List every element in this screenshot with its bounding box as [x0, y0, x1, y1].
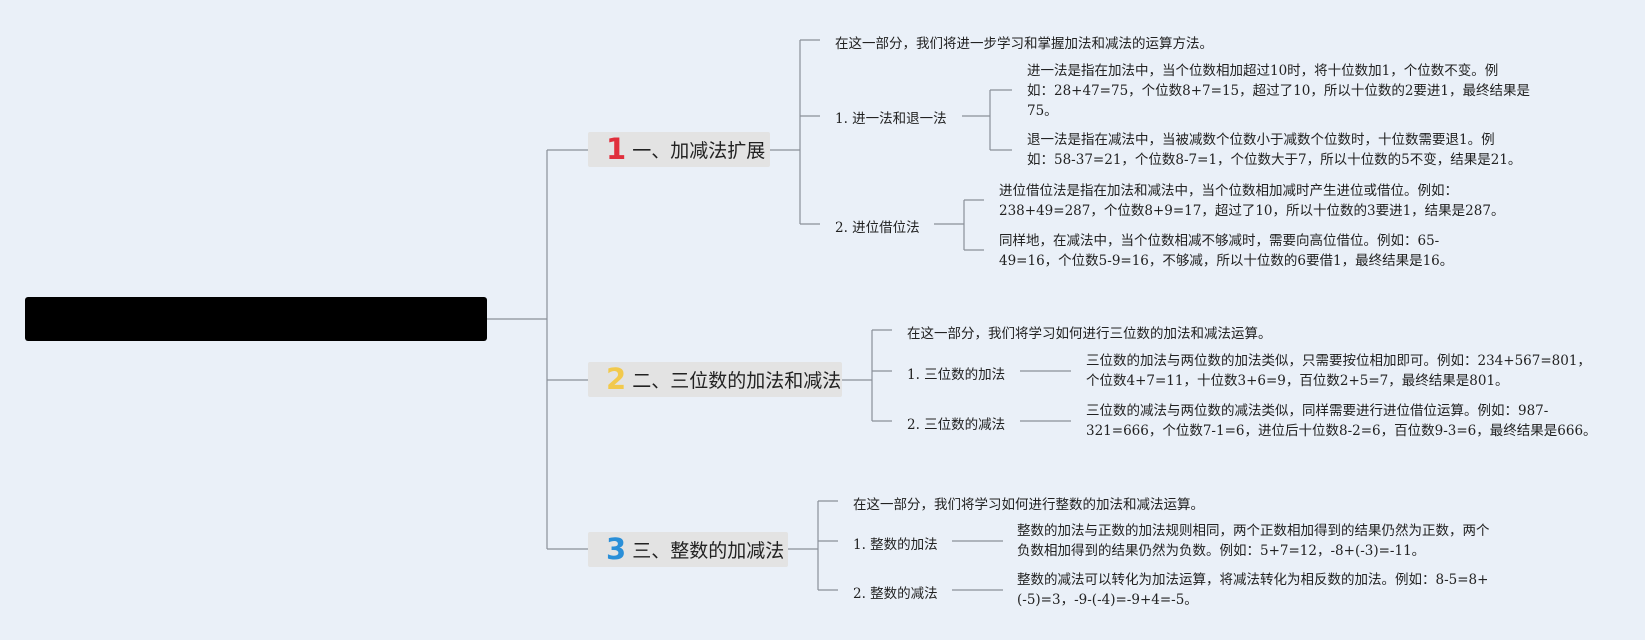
subtopic-2-2[interactable]: 2. 三位数的减法	[907, 417, 1006, 433]
topic-title-2: 二、三位数的加法和减法	[632, 370, 842, 392]
subtopic-2-1[interactable]: 1. 三位数的加法	[907, 367, 1006, 383]
detail-1-2-2: 同样地，在减法中，当个位数相减不够减时，需要向高位借位。例如：65- 49=16…	[999, 233, 1454, 269]
subtopic-1-2[interactable]: 2. 进位借位法	[835, 220, 920, 236]
subtopic-3-1[interactable]: 1. 整数的加法	[853, 537, 938, 553]
topic-node-2[interactable]: 2 二、三位数的加法和减法	[588, 362, 842, 397]
detail-1-2-1: 进位借位法是指在加法和减法中，当个位数相加减时产生进位或借位。例如： 238+4…	[999, 183, 1505, 219]
topic-node-1[interactable]: 1 一、加减法扩展	[588, 132, 770, 167]
topic-title-1: 一、加减法扩展	[632, 140, 766, 162]
detail-2-2-1: 三位数的减法与两位数的减法类似，同样需要进行进位借位运算。例如：987- 321…	[1086, 403, 1597, 439]
detail-3-1-1: 整数的加法与正数的加法规则相同，两个正数相加得到的结果仍然为正数，两个 负数相加…	[1017, 523, 1490, 559]
topic-3-intro: 在这一部分，我们将学习如何进行整数的加法和减法运算。	[853, 497, 1204, 513]
detail-2-1-1: 三位数的加法与两位数的加法类似，只需要按位相加即可。例如：234+567=801…	[1086, 353, 1591, 389]
detail-1-1-2: 退一法是指在减法中，当被减数个位数小于减数个位数时，十位数需要退1。例 如：58…	[1027, 132, 1522, 168]
topic-1-intro: 在这一部分，我们将进一步学习和掌握加法和减法的运算方法。	[835, 36, 1213, 52]
topic-2-intro: 在这一部分，我们将学习如何进行三位数的加法和减法运算。	[907, 326, 1272, 342]
topic-node-3[interactable]: 3 三、整数的加减法	[588, 532, 788, 567]
topic-number-1: 1	[606, 132, 627, 166]
topic-title-3: 三、整数的加减法	[632, 540, 785, 562]
root-node[interactable]	[25, 297, 487, 341]
topic-number-2: 2	[606, 362, 627, 396]
detail-3-2-1: 整数的减法可以转化为加法运算，将减法转化为相反数的加法。例如：8-5=8+ (-…	[1017, 572, 1489, 608]
subtopic-1-1[interactable]: 1. 进一法和退一法	[835, 111, 947, 127]
subtopic-3-2[interactable]: 2. 整数的减法	[853, 586, 938, 602]
detail-1-1-1: 进一法是指在加法中，当个位数相加超过10时，将十位数加1，个位数不变。例 如：2…	[1027, 63, 1530, 119]
topic-number-3: 3	[606, 532, 627, 566]
